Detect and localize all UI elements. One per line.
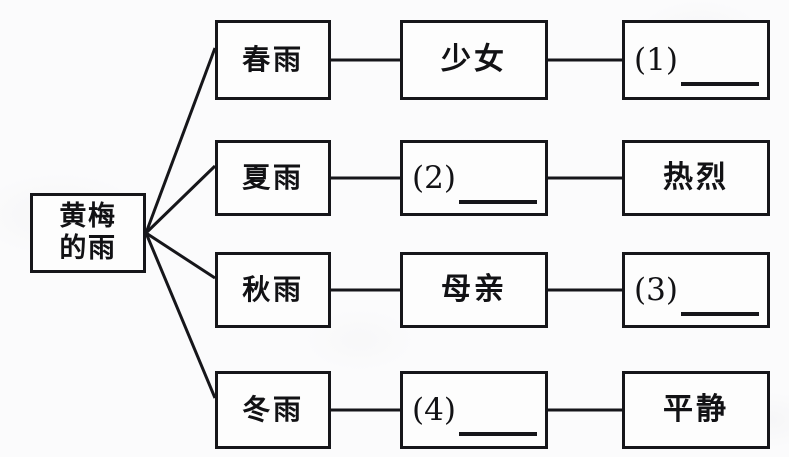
blank-field-2[interactable]: (2) <box>403 159 545 204</box>
node-middle-4[interactable]: (4) <box>400 371 548 449</box>
blank-rule-2[interactable] <box>458 199 537 204</box>
branch-line-1 <box>144 47 217 234</box>
node-season-2-label: 夏雨 <box>242 161 304 195</box>
branch-line-3 <box>145 231 216 280</box>
node-season-4-label: 冬雨 <box>242 393 304 427</box>
node-right-2-label: 热烈 <box>663 160 729 196</box>
node-right-4: 平静 <box>622 371 770 449</box>
blank-rule-4[interactable] <box>458 431 537 436</box>
node-middle-2[interactable]: (2) <box>400 140 548 216</box>
node-right-2: 热烈 <box>622 140 770 216</box>
node-season-3: 秋雨 <box>215 252 331 328</box>
blank-field-3[interactable]: (3) <box>625 271 767 316</box>
node-season-2: 夏雨 <box>215 140 331 216</box>
blank-number-3: (3) <box>634 271 678 308</box>
blank-number-1: (1) <box>634 41 678 78</box>
node-season-3-label: 秋雨 <box>242 273 304 307</box>
blank-number-4: (4) <box>412 391 456 428</box>
node-middle-1: 少女 <box>400 20 548 100</box>
blank-number-2: (2) <box>412 159 456 196</box>
blank-rule-1[interactable] <box>680 81 759 86</box>
node-right-1[interactable]: (1) <box>622 20 770 100</box>
node-middle-3-label: 母亲 <box>441 272 507 308</box>
node-right-4-label: 平静 <box>663 392 729 428</box>
node-season-1: 春雨 <box>215 20 331 100</box>
node-season-1-label: 春雨 <box>242 43 304 77</box>
node-middle-1-label: 少女 <box>441 42 507 78</box>
blank-rule-3[interactable] <box>680 311 759 316</box>
blank-field-1[interactable]: (1) <box>625 41 767 86</box>
node-root: 黄梅 的雨 <box>30 193 146 273</box>
node-root-label: 黄梅 的雨 <box>59 201 117 264</box>
node-right-3[interactable]: (3) <box>622 252 770 328</box>
node-middle-3: 母亲 <box>400 252 548 328</box>
node-season-4: 冬雨 <box>215 371 331 449</box>
branch-line-4 <box>144 232 217 399</box>
blank-field-4[interactable]: (4) <box>403 391 545 436</box>
branch-line-2 <box>144 164 217 235</box>
